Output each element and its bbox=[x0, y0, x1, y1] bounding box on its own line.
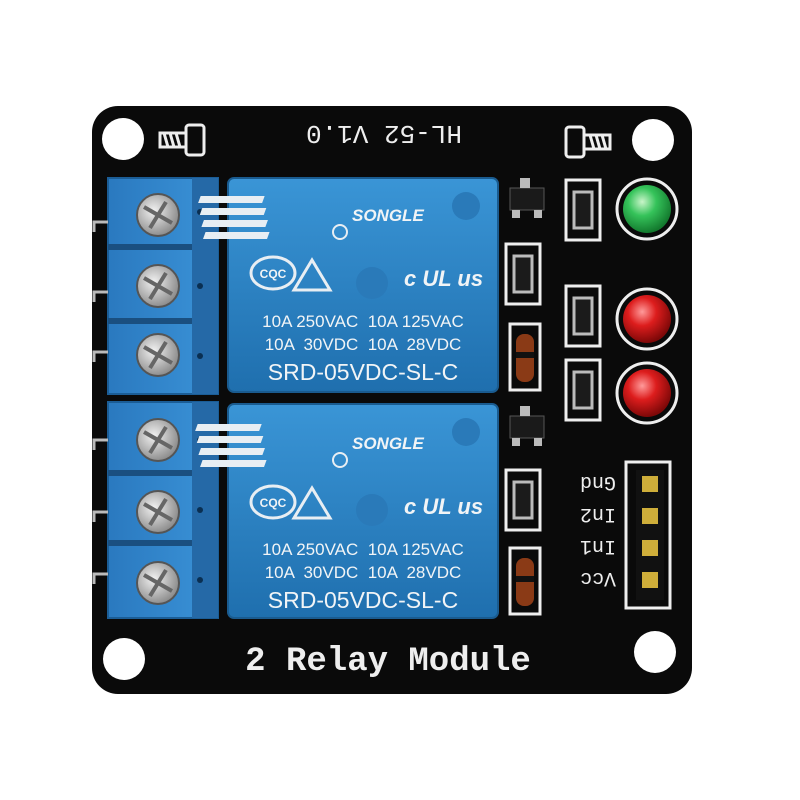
pin-header bbox=[624, 460, 672, 610]
relay-brand: SONGLE bbox=[352, 434, 424, 453]
triangle-mark-icon bbox=[291, 257, 333, 292]
ul-mark-text: c UL us bbox=[404, 266, 483, 291]
terminal-screw bbox=[136, 264, 180, 308]
pin-label-vcc: Vcc bbox=[580, 566, 616, 589]
smd-resistor bbox=[564, 178, 602, 242]
model-label: HL-52 V1.0 bbox=[306, 118, 462, 148]
transistor bbox=[509, 178, 545, 218]
songle-logo-icon bbox=[198, 196, 270, 239]
cqc-mark-icon bbox=[249, 484, 297, 520]
smd-resistor bbox=[564, 284, 602, 348]
pin-label-in2: In2 bbox=[580, 502, 616, 525]
relay-2: SONGLE CQC c UL us 10A 250VAC 10A 125VAC… bbox=[195, 403, 499, 619]
mounting-hole bbox=[632, 119, 674, 161]
transistor bbox=[509, 406, 545, 446]
terminal-screw bbox=[136, 333, 180, 377]
ul-mark-text: c UL us bbox=[404, 494, 483, 519]
relay-rating-line-1: 10A 250VAC 10A 125VAC bbox=[262, 540, 464, 559]
terminal-screw bbox=[136, 490, 180, 534]
triangle-mark-icon bbox=[291, 485, 333, 520]
screw-silk-icon bbox=[158, 123, 206, 157]
terminal-screw bbox=[136, 193, 180, 237]
cqc-mark-icon bbox=[249, 255, 297, 291]
relay-rating-line-1: 10A 250VAC 10A 125VAC bbox=[262, 312, 464, 331]
relay-brand: SONGLE bbox=[352, 206, 424, 225]
pin-label-in1: In1 bbox=[580, 534, 616, 557]
relay-rating-line-2: 10A 30VDC 10A 28VDC bbox=[265, 335, 462, 354]
registered-icon bbox=[332, 452, 348, 468]
smd-resistor bbox=[504, 468, 542, 532]
diode bbox=[508, 546, 542, 616]
screw-silk-icon bbox=[564, 125, 612, 159]
songle-logo-icon bbox=[195, 424, 267, 467]
board-title: 2 Relay Module bbox=[245, 643, 531, 681]
relay1-led-icon bbox=[615, 287, 679, 351]
diode bbox=[508, 322, 542, 392]
relay2-led-icon bbox=[615, 361, 679, 425]
relay-1: SONGLE CQC c UL us 10A 250VAC 10A 125VAC… bbox=[198, 177, 499, 393]
relay-part-number: SRD-05VDC-SL-C bbox=[268, 359, 458, 385]
registered-icon bbox=[332, 224, 348, 240]
cqc-mark-text: CQC bbox=[260, 496, 287, 510]
smd-resistor bbox=[504, 242, 542, 306]
terminal-screw bbox=[136, 561, 180, 605]
mounting-hole bbox=[103, 638, 145, 680]
relay-rating-line-2: 10A 30VDC 10A 28VDC bbox=[265, 563, 462, 582]
mounting-hole bbox=[634, 631, 676, 673]
smd-resistor bbox=[564, 358, 602, 422]
relay-part-number: SRD-05VDC-SL-C bbox=[268, 587, 458, 613]
terminal-tabs bbox=[92, 220, 108, 584]
mounting-hole bbox=[102, 118, 144, 160]
power-led-icon bbox=[615, 177, 679, 241]
cqc-mark-text: CQC bbox=[260, 267, 287, 281]
pin-label-gnd: Gnd bbox=[580, 470, 616, 493]
terminal-screw bbox=[136, 418, 180, 462]
